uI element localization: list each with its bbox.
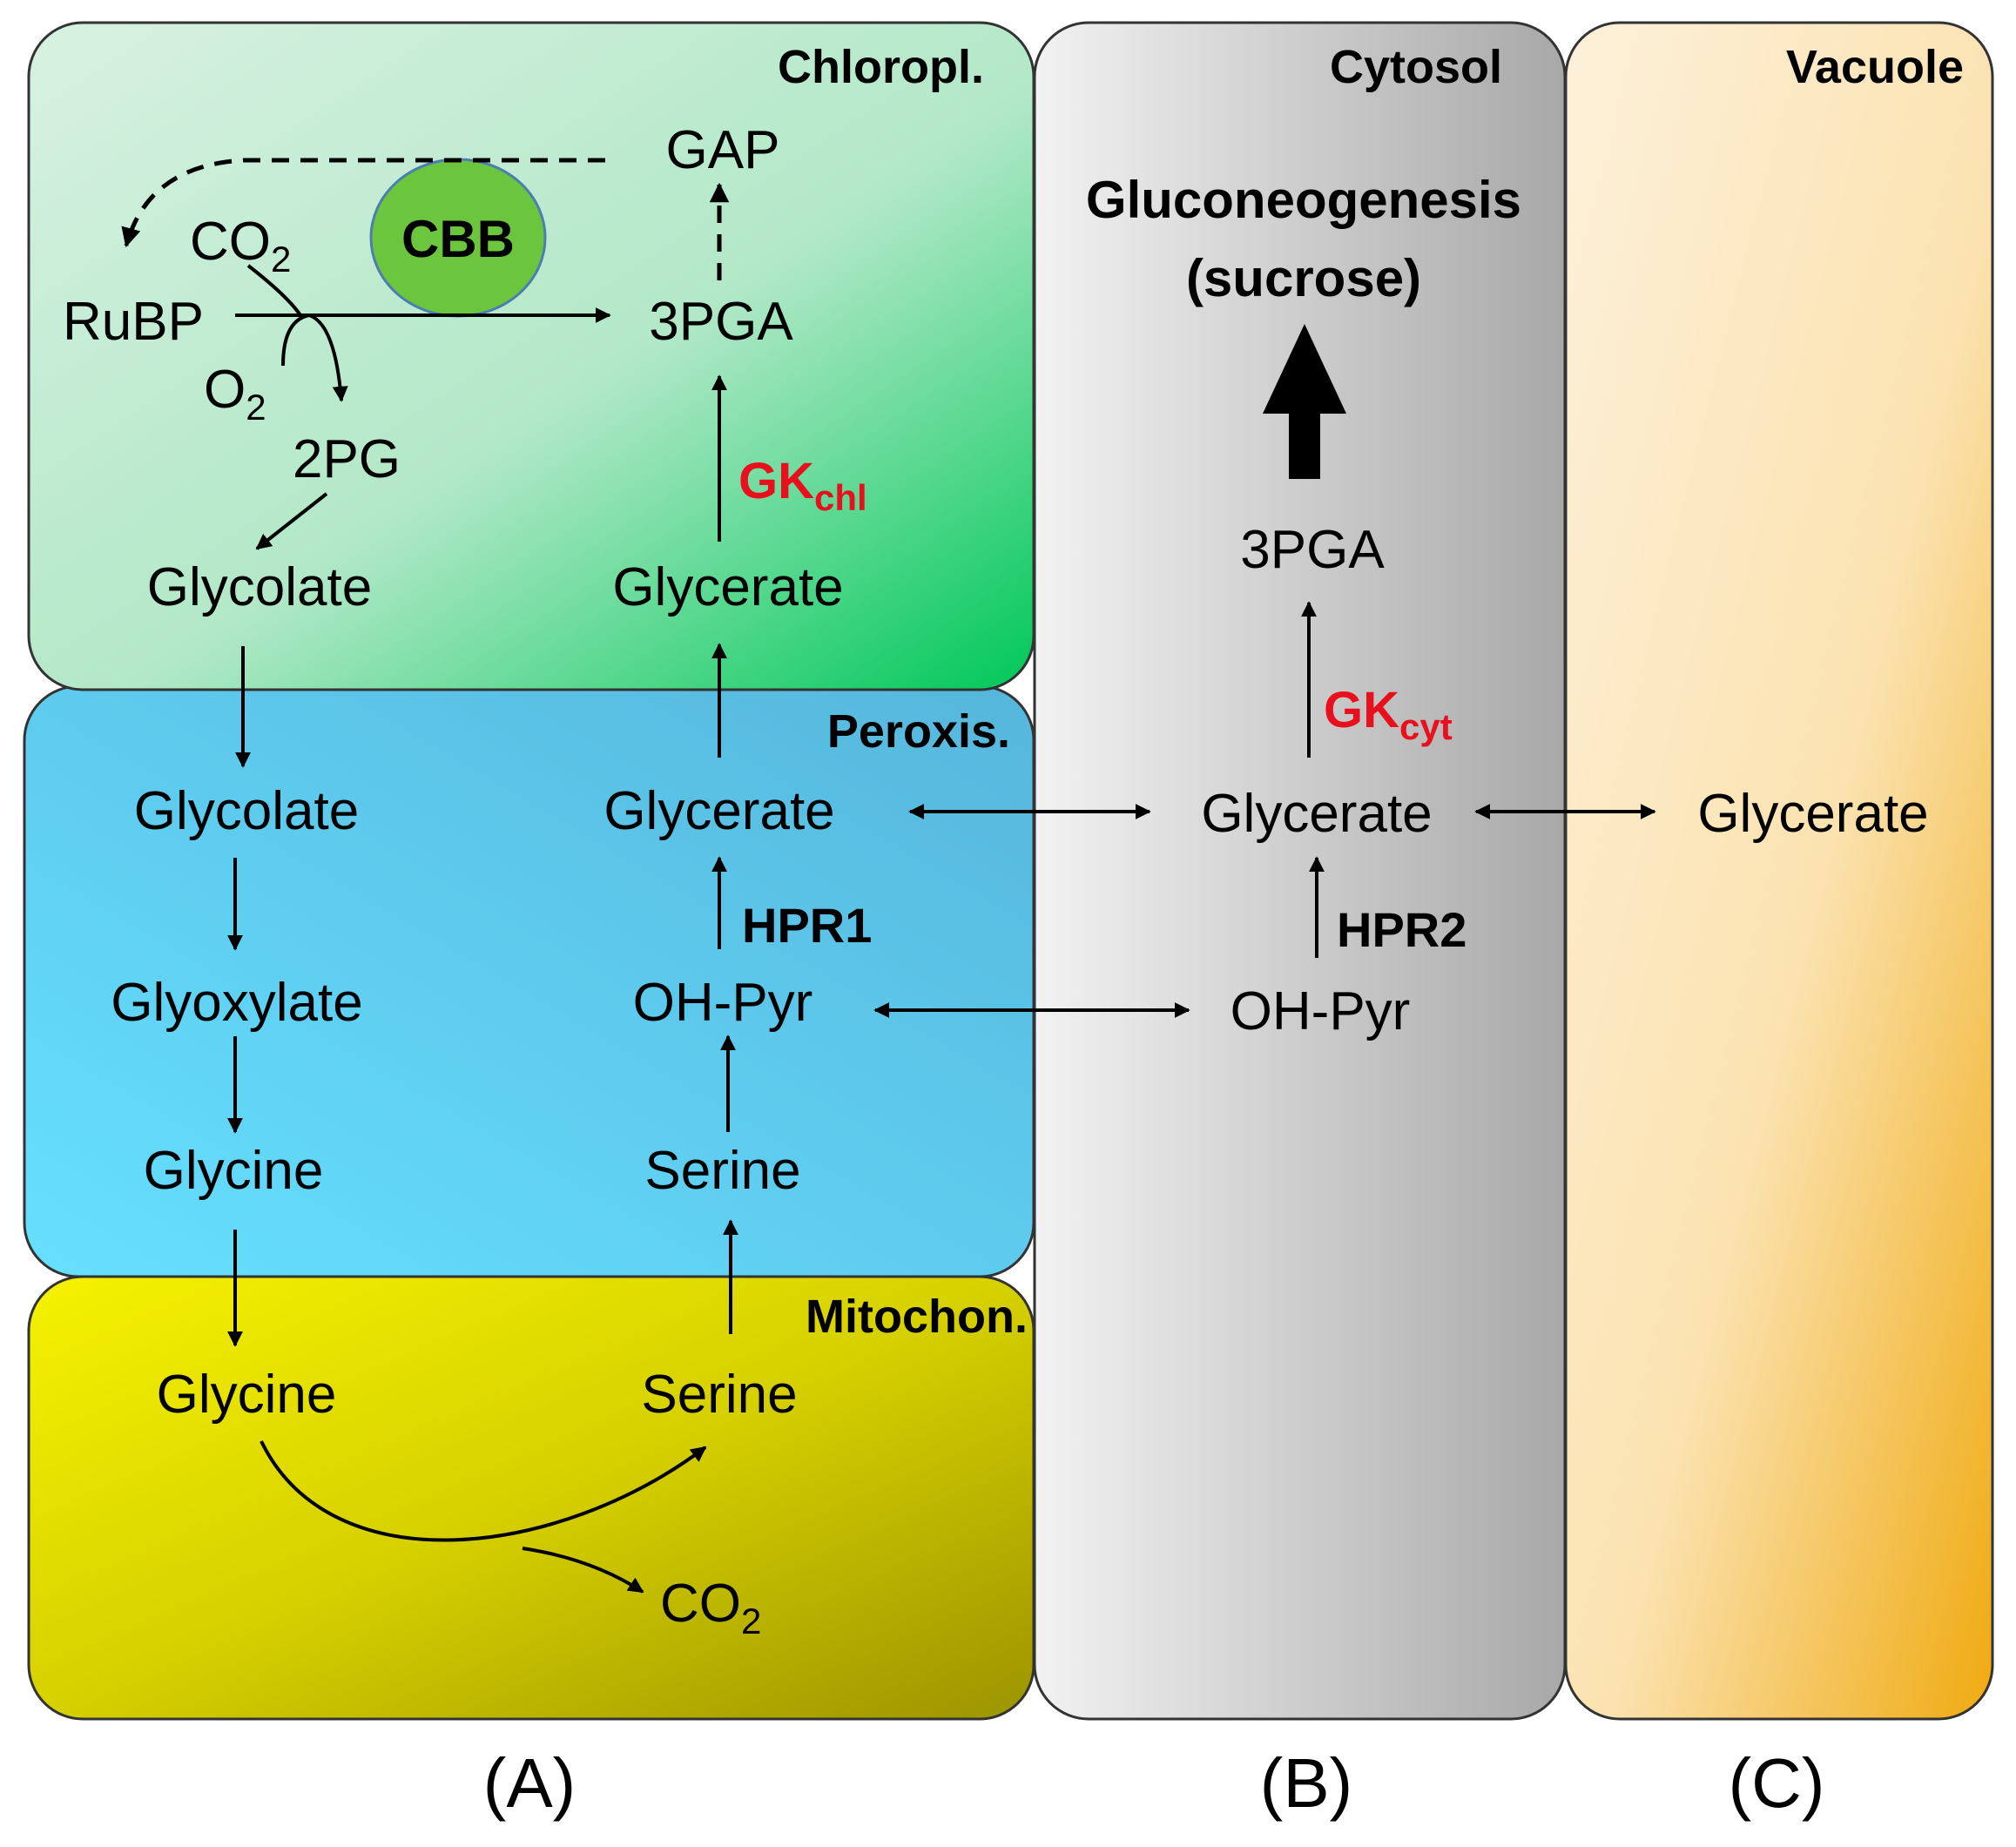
panel-label-c: (C)	[1728, 1744, 1824, 1822]
per-glycerate: Glycerate	[603, 781, 834, 841]
panel-label-a: (A)	[483, 1744, 576, 1822]
cyt-glycerate: Glycerate	[1201, 784, 1432, 844]
cyt-ohpyr: OH-Pyr	[1231, 981, 1411, 1041]
per-serine: Serine	[644, 1141, 800, 1201]
per-glycolate: Glycolate	[134, 781, 359, 841]
chl-co2-base: CO	[190, 212, 271, 272]
chloroplast-compartment	[27, 21, 1035, 691]
mitochondrion-compartment	[27, 1275, 1035, 1721]
mit-serine: Serine	[641, 1365, 797, 1425]
mit-co2: CO2	[660, 1574, 761, 1641]
chl-3pga: 3PGA	[649, 292, 793, 352]
arrow-co2-into-rubp	[246, 264, 302, 317]
mit-co2-base: CO	[660, 1574, 741, 1634]
hpr2-label: HPR2	[1337, 902, 1466, 957]
chl-o2: O2	[204, 360, 266, 428]
per-glycine: Glycine	[144, 1141, 324, 1201]
chl-o2-sub: 2	[246, 387, 266, 428]
mit-co2-sub: 2	[741, 1601, 761, 1641]
cbb-label: CBB	[401, 210, 515, 268]
gk-cyt-sub: cyt	[1399, 706, 1453, 747]
chl-o2-base: O	[204, 360, 246, 420]
chl-rubp: RuBP	[63, 292, 204, 352]
chl-glycolate: Glycolate	[147, 557, 372, 617]
gk-chl-base: GK	[738, 453, 814, 509]
vacuole-compartment	[1564, 21, 1994, 1721]
vac-glycerate: Glycerate	[1697, 784, 1928, 844]
sucrose-label: (sucrose)	[1186, 249, 1421, 307]
peroxisome-title: Peroxis.	[827, 705, 1010, 758]
cytosol-title: Cytosol	[1330, 41, 1502, 93]
gk-cyt-label: GKcyt	[1324, 682, 1453, 747]
chl-glycerate: Glycerate	[612, 557, 843, 617]
chl-co2-sub: 2	[271, 239, 291, 280]
chloroplast-title: Chloropl.	[778, 41, 984, 93]
hpr1-label: HPR1	[742, 898, 872, 953]
chl-co2: CO2	[190, 212, 291, 280]
mit-glycine: Glycine	[157, 1365, 337, 1425]
gk-chl-sub: chl	[814, 477, 867, 518]
chl-gap: GAP	[666, 120, 780, 180]
gk-cyt-base: GK	[1324, 682, 1399, 738]
arrow-glycine-to-co2	[522, 1547, 644, 1594]
arrow-glycine-to-serine-curve	[260, 1440, 707, 1542]
gluconeogenesis-label: Gluconeogenesis	[1086, 171, 1521, 229]
gluconeogenesis-big-arrow	[1263, 324, 1346, 479]
arrow-o2-into-rubp	[281, 313, 348, 402]
arrow-gap-to-rubp	[121, 158, 605, 248]
cyt-3pga: 3PGA	[1240, 520, 1385, 580]
per-glyoxylate: Glyoxylate	[111, 973, 362, 1033]
mitochondrion-title: Mitochon.	[806, 1291, 1028, 1343]
arrow-2pg-to-glycolate	[255, 492, 328, 550]
panel-label-b: (B)	[1260, 1744, 1353, 1822]
per-ohpyr: OH-Pyr	[633, 973, 813, 1033]
vacuole-title: Vacuole	[1786, 41, 1964, 93]
gk-chl-label: GKchl	[738, 453, 867, 518]
chl-2pg: 2PG	[293, 429, 401, 489]
